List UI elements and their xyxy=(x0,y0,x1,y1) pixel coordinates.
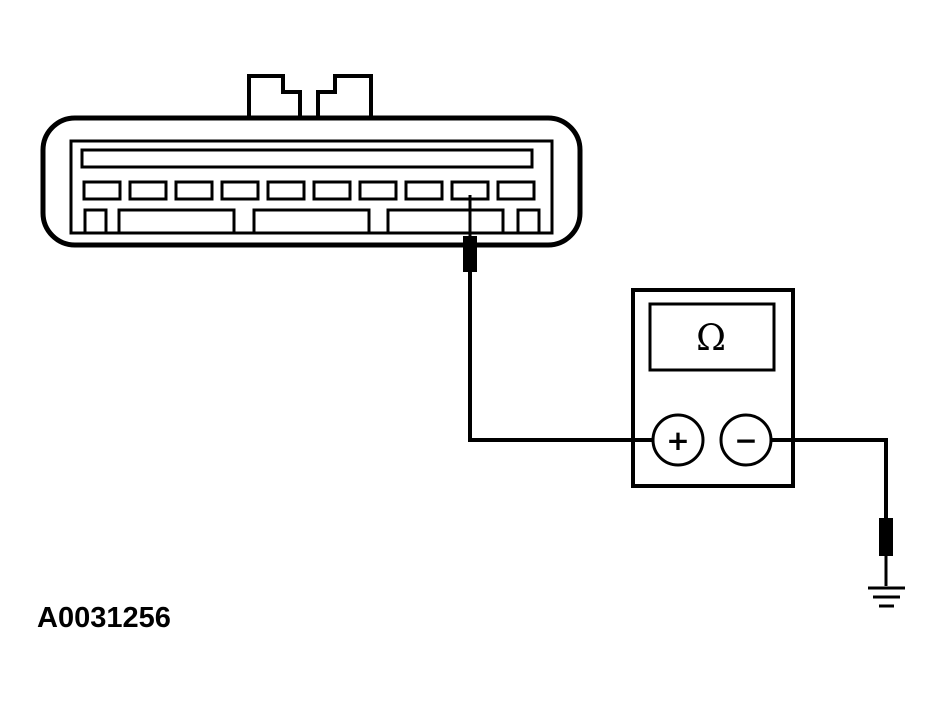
probe-tip-icon xyxy=(463,236,477,272)
connector-locking-tabs xyxy=(247,74,373,118)
positive-test-lead xyxy=(463,195,654,442)
negative-lead-wire xyxy=(771,438,888,520)
cavity-wide-3 xyxy=(386,208,505,235)
pin-2 xyxy=(128,180,168,201)
connector-face xyxy=(69,139,554,235)
cavity-left-small xyxy=(83,208,108,235)
positive-terminal-label: + xyxy=(666,424,689,457)
cavity-wide-1 xyxy=(117,208,236,235)
pin-4 xyxy=(220,180,260,201)
connector-long-slot xyxy=(80,148,534,169)
cavity-wide-2 xyxy=(252,208,371,235)
pin-1 xyxy=(82,180,122,201)
connector-pin-row xyxy=(82,180,536,201)
pin-7 xyxy=(358,180,398,201)
connector xyxy=(40,74,583,248)
pin-6 xyxy=(312,180,352,201)
pin-10 xyxy=(496,180,536,201)
pin-5 xyxy=(266,180,306,201)
pin-3 xyxy=(174,180,214,201)
positive-lead-wire xyxy=(468,270,654,442)
ohm-symbol: Ω xyxy=(696,318,726,359)
meter-display xyxy=(648,302,776,372)
negative-terminal-label: − xyxy=(734,424,757,457)
ohmmeter: Ω + − xyxy=(631,288,795,488)
figure-id-label: A0031256 xyxy=(37,602,171,634)
cavity-right-small xyxy=(516,208,541,235)
negative-test-lead xyxy=(771,438,893,586)
connector-housing xyxy=(40,115,583,248)
connector-bottom-cavities xyxy=(83,208,541,235)
ground-probe-icon xyxy=(879,518,893,556)
positive-terminal-icon xyxy=(651,413,705,467)
ground-icon xyxy=(868,586,905,608)
pin-8 xyxy=(404,180,444,201)
meter-body xyxy=(631,288,795,488)
